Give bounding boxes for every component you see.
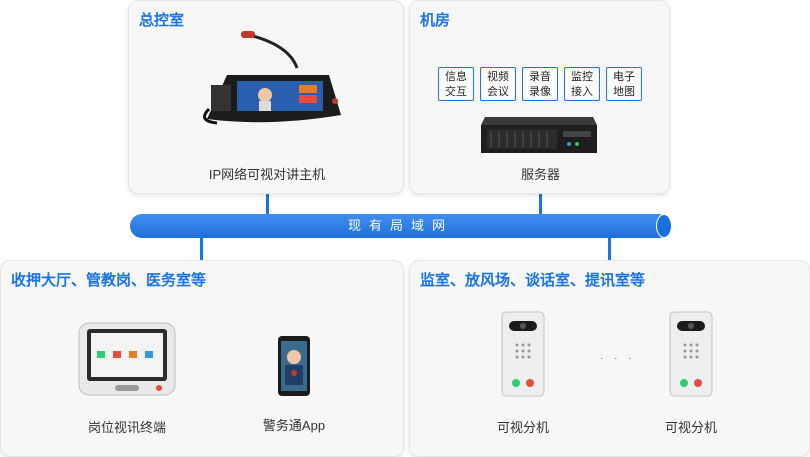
feature-chip-info-exchange: 信息 交互 [438, 67, 474, 101]
server-caption: 服务器 [520, 167, 560, 182]
police-app-phone-image [278, 336, 310, 396]
post-terminal-caption: 岗位视讯终端 [87, 420, 166, 435]
connector-machine-room [539, 194, 542, 214]
post-terminal-image [78, 322, 176, 396]
feature-chip-monitoring: 监控 接入 [564, 67, 600, 101]
lan-bar: 现有局域网 [130, 214, 672, 238]
panel-cells: 监室、放风场、谈话室、提讯室等 可视分机 · · · 可视分机 [409, 260, 810, 457]
connector-hall [200, 238, 203, 260]
cells-title: 监室、放风场、谈话室、提讯室等 [420, 272, 646, 289]
feature-chip-video-conference: 视频 会议 [480, 67, 516, 101]
police-app-caption: 警务通App [262, 418, 326, 433]
feature-chip-electronic-map: 电子 地图 [606, 67, 642, 101]
machine-room-title: 机房 [420, 12, 451, 29]
panel-machine-room: 机房 信息 交互 视频 会议 录音 录像 监控 接入 电子 地图 服务器 [409, 0, 670, 194]
panel-hall: 收押大厅、管教岗、医务室等 岗位视讯终端 警务通App [0, 260, 404, 457]
visual-extension-caption-1: 可视分机 [496, 420, 549, 435]
ellipsis: · · · [600, 353, 636, 364]
intercom-host-caption: IP网络可视对讲主机 [208, 167, 326, 182]
feature-chip-recording: 录音 录像 [522, 67, 558, 101]
lan-pipe-end [656, 214, 672, 238]
control-room-title: 总控室 [139, 12, 185, 29]
connector-cells [608, 238, 611, 260]
visual-extension-image-2 [669, 311, 713, 397]
lan-label: 现有局域网 [347, 218, 453, 233]
panel-control-room: 总控室 IP网络可视对讲主机 [128, 0, 404, 194]
hall-title: 收押大厅、管教岗、医务室等 [11, 272, 207, 289]
visual-extension-caption-2: 可视分机 [664, 420, 717, 435]
visual-extension-image-1 [501, 311, 545, 397]
server-image [481, 117, 597, 153]
connector-control-room [266, 194, 269, 214]
intercom-host-image [203, 31, 341, 125]
